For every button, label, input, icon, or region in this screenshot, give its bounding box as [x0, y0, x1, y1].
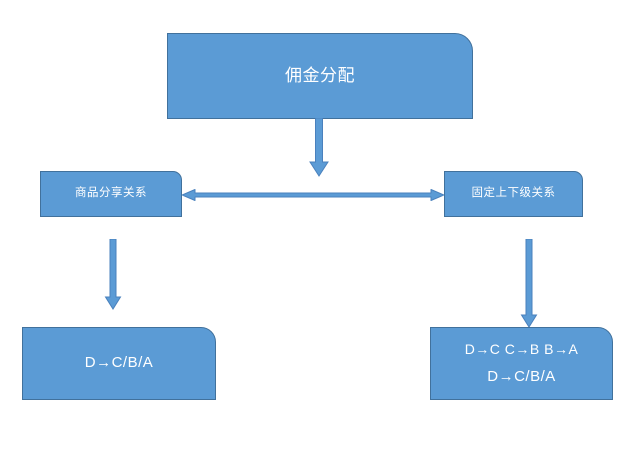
arrow-between-middle-nodes: [182, 187, 444, 203]
node-label: 佣金分配: [285, 65, 355, 85]
arrow-top-to-middle: [308, 118, 330, 178]
node-label-line-1: D→C C→B B→A: [464, 340, 579, 357]
node-label: D→C/B/A: [84, 354, 154, 372]
node-commission-distribution[interactable]: 佣金分配: [167, 33, 473, 119]
node-label: 商品分享关系: [75, 187, 147, 200]
arrow-left-middle-to-bottom: [104, 239, 122, 311]
node-sharing-chain-result[interactable]: D→C/B/A: [22, 327, 216, 400]
arrow-right-middle-to-bottom: [520, 239, 538, 329]
node-product-sharing-relationship[interactable]: 商品分享关系: [40, 171, 182, 217]
node-label: 固定上下级关系: [471, 187, 556, 200]
node-fixed-hierarchy-relationship[interactable]: 固定上下级关系: [444, 171, 583, 217]
node-label-line-2: D→C/B/A: [487, 367, 556, 385]
node-hierarchy-chain-result[interactable]: D→C C→B B→A D→C/B/A: [430, 327, 613, 400]
